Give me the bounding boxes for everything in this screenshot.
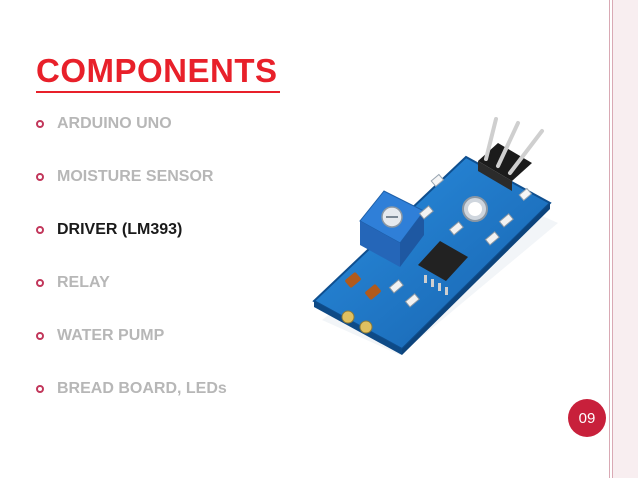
lm393-module-image [312,117,558,355]
bullet-ring-icon [36,385,44,393]
slide-title: COMPONENTS [36,52,278,89]
slide-border-line [612,0,613,478]
bullet-list: ARDUINO UNO MOISTURE SENSOR DRIVER (LM39… [36,113,227,431]
bullet-item-bread-board: BREAD BOARD, LEDs [36,378,227,431]
bullet-label: WATER PUMP [57,327,165,344]
page-number-badge: 09 [568,399,606,437]
bullet-label: BREAD BOARD, LEDs [57,380,227,397]
bullet-ring-icon [36,332,44,340]
bullet-ring-icon [36,279,44,287]
bullet-ring-icon [36,173,44,181]
bullet-item-arduino-uno: ARDUINO UNO [36,113,227,166]
bullet-item-moisture-sensor: MOISTURE SENSOR [36,166,227,219]
bullet-label: ARDUINO UNO [57,115,172,132]
bullet-item-driver: DRIVER (LM393) [36,219,227,272]
bullet-ring-icon [36,120,44,128]
slide-left-margin [0,0,16,478]
bullet-label: MOISTURE SENSOR [57,168,214,185]
slide-right-panel [612,0,638,478]
bullet-item-water-pump: WATER PUMP [36,325,227,378]
slide-border-line [609,0,610,478]
title-underline [36,91,280,93]
bullet-item-relay: RELAY [36,272,227,325]
bullet-label: DRIVER (LM393) [57,221,183,238]
bullet-ring-icon [36,226,44,234]
bullet-label: RELAY [57,274,110,291]
